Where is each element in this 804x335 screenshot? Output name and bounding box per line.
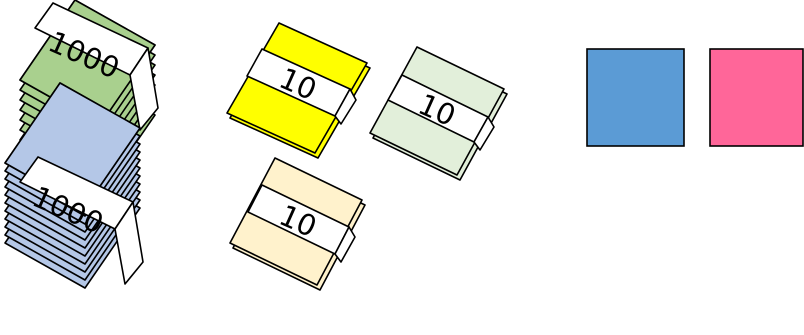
bundle-band-side [114,201,144,285]
bundle-lightgreen-10: 10 [369,46,508,181]
bundle-peach-10: 10 [229,157,366,291]
pink-square [709,48,804,147]
bundle-band-side [129,47,159,131]
bundle-band-side [334,226,356,263]
bundle-blue-1000: 1000 [4,82,144,289]
blue-square [586,48,685,147]
bundle-band-side [334,88,357,125]
bundle-band-side [473,116,495,151]
bundle-yellow-10: 10 [226,22,371,159]
